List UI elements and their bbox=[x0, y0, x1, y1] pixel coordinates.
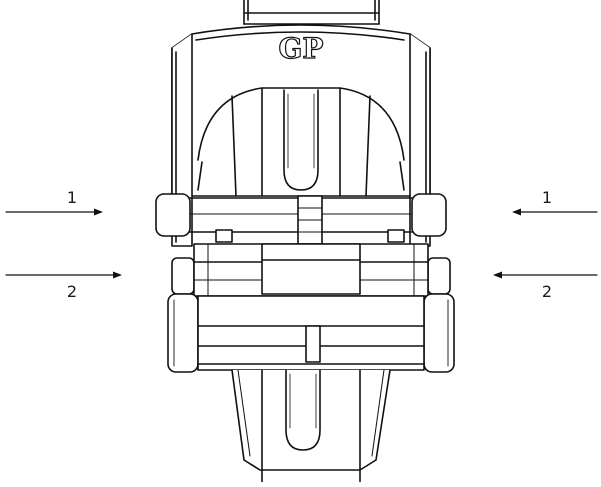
arrowhead-right-icon bbox=[94, 208, 103, 216]
arrowhead-right-icon bbox=[113, 271, 122, 279]
label-left-lower: 2 bbox=[67, 282, 77, 301]
arrow-right-lower bbox=[493, 271, 598, 279]
label-left-upper: 1 bbox=[67, 188, 77, 207]
arrowhead-left-icon bbox=[493, 271, 502, 279]
label-right-lower: 2 bbox=[542, 282, 552, 301]
arrow-right-upper bbox=[512, 208, 598, 216]
arrow-left-lower bbox=[5, 271, 122, 279]
top-strap bbox=[243, 0, 380, 25]
upper-clasp-bar bbox=[155, 193, 447, 245]
arrow-left-upper bbox=[5, 208, 103, 216]
arrowhead-left-icon bbox=[512, 208, 521, 216]
lower-clasp-bar bbox=[171, 243, 451, 297]
buckle-body bbox=[171, 24, 431, 247]
label-right-upper: 1 bbox=[542, 188, 552, 207]
lower-fold-frame bbox=[167, 293, 455, 373]
brand-logo: GP bbox=[279, 32, 324, 65]
bottom-strap bbox=[231, 369, 391, 483]
